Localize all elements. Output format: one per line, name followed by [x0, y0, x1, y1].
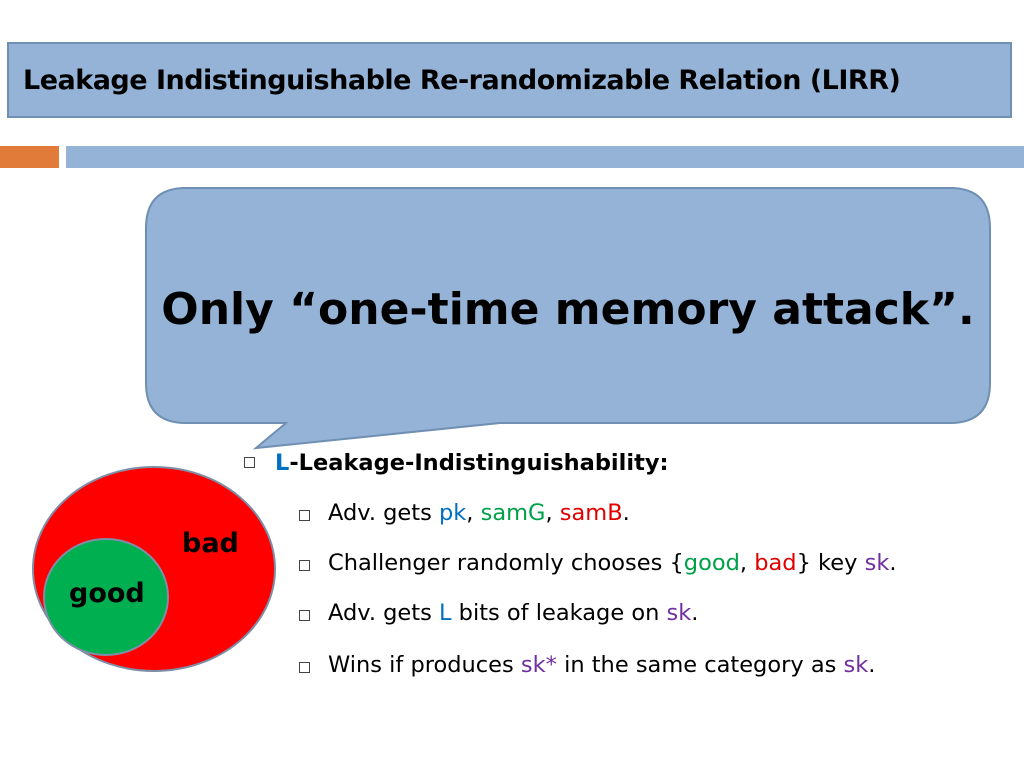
list-item-main: L-Leakage-Indistinguishability: — [275, 450, 669, 476]
text-segment: bits of leakage on — [451, 600, 667, 626]
text-segment: . — [691, 600, 699, 626]
leakage-L: L — [275, 450, 290, 476]
text-segment: . — [622, 500, 630, 526]
text-segment: } key — [796, 550, 865, 576]
text-segment: in the same category as — [556, 652, 844, 678]
L-term: L — [438, 600, 452, 626]
partial-line-symbol: 0 — [950, 395, 964, 420]
slide-title-box: Leakage Indistinguishable Re-randomizabl… — [7, 42, 1012, 118]
list-item: Adv. gets L bits of leakage on sk. — [328, 600, 698, 626]
text-segment: , — [739, 550, 755, 576]
main-bullet-text: -Leakage-Indistinguishability: — [289, 450, 669, 476]
samG-term: samG — [480, 500, 546, 526]
samB-term: samB — [559, 500, 623, 526]
venn-bad-circle — [32, 466, 276, 672]
accent-bar-blue — [66, 146, 1024, 168]
text-segment: , — [545, 500, 560, 526]
list-item: Wins if produces sk* in the same categor… — [328, 652, 875, 678]
bullet-marker — [299, 661, 313, 675]
partial-line-punct: . — [964, 395, 971, 420]
good-term: good — [683, 550, 740, 576]
text-segment: . — [868, 652, 876, 678]
bullet-marker — [299, 509, 313, 523]
accent-bar-orange — [0, 146, 59, 168]
venn-bad-label: bad — [182, 528, 239, 559]
pk-term: pk — [438, 500, 467, 526]
sk-term: sk — [864, 550, 890, 576]
callout-text: Only “one-time memory attack”. — [161, 284, 975, 335]
slide-title: Leakage Indistinguishable Re-randomizabl… — [23, 64, 901, 96]
text-segment: , — [466, 500, 481, 526]
venn-good-label: good — [69, 578, 145, 609]
text-segment: . — [889, 550, 897, 576]
bullet-marker — [299, 609, 313, 623]
partial-line: 0. — [950, 395, 971, 420]
list-item: Adv. gets pk, samG, samB. — [328, 500, 630, 526]
text-segment: Wins if produces — [328, 652, 521, 678]
sk-star-term: sk* — [520, 652, 557, 678]
text-segment: Adv. gets — [328, 600, 439, 626]
bullet-marker — [299, 559, 313, 573]
bullet-marker — [244, 456, 258, 470]
list-item: Challenger randomly chooses {good, bad} … — [328, 550, 897, 576]
text-segment: Adv. gets — [328, 500, 439, 526]
text-segment: Challenger randomly chooses { — [328, 550, 684, 576]
sk-term: sk — [666, 600, 692, 626]
bad-term: bad — [754, 550, 797, 576]
sk-term: sk — [843, 652, 869, 678]
